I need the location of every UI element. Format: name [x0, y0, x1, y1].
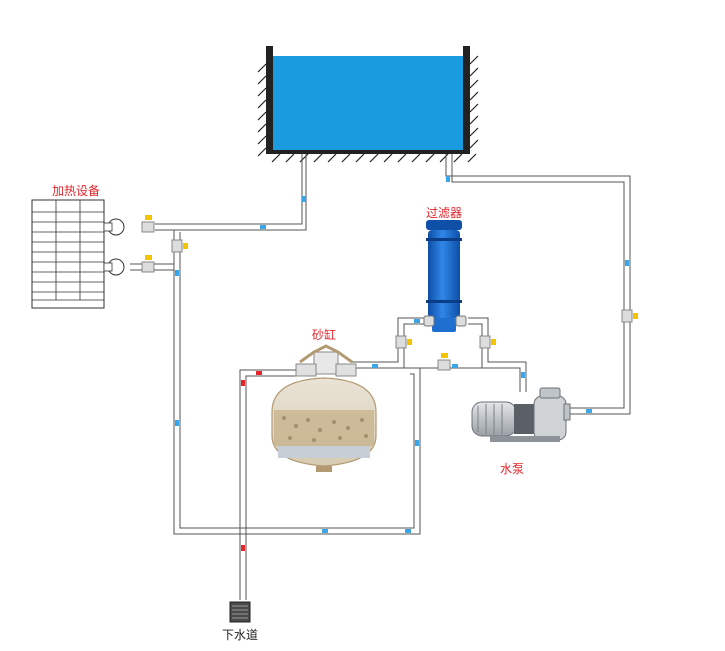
drain-grate [229, 601, 251, 623]
ball-valve[interactable] [141, 255, 155, 273]
pipe-pool-to-heater [155, 154, 303, 225]
flow-arrow [452, 364, 458, 368]
pool-wall-left [266, 46, 273, 154]
ball-valve[interactable] [437, 353, 451, 371]
pool-floor [266, 150, 470, 154]
water-pump [471, 387, 571, 442]
flow-arrow [175, 270, 179, 276]
flow-arrow [521, 372, 525, 378]
flow-arrow [586, 409, 592, 413]
flow-arrow [175, 420, 179, 426]
flow-arrow [372, 364, 378, 368]
drain-label: 下水道 [222, 628, 259, 642]
pool-water [273, 56, 463, 150]
pipe-pump-to-filter [468, 317, 527, 392]
ball-valve[interactable] [479, 335, 496, 349]
heater-label: 加热设备 [52, 184, 101, 198]
ball-valve[interactable] [395, 335, 412, 349]
flow-arrow [415, 440, 419, 446]
flow-arrow [256, 371, 262, 375]
pump-label: 水泵 [500, 462, 525, 476]
pool-wall-right [463, 46, 470, 154]
pool-hatching [257, 55, 479, 163]
flow-arrows-red [241, 371, 262, 551]
sand-filter-tank [271, 344, 377, 472]
pipe-pool-to-pump [445, 154, 631, 415]
pipe-network [130, 154, 631, 600]
valves [141, 215, 638, 371]
flow-arrow [625, 260, 629, 266]
ball-valve[interactable] [141, 215, 155, 233]
flow-arrow [446, 176, 450, 182]
ball-valve[interactable] [621, 309, 638, 323]
heater-unit [31, 199, 125, 309]
filter-label: 过滤器 [426, 206, 463, 220]
flow-arrow [241, 545, 245, 551]
pipe-sand-to-drain [239, 369, 296, 600]
ball-valve[interactable] [171, 239, 188, 253]
flow-arrow [405, 529, 411, 533]
flow-arrow [241, 380, 245, 386]
flow-arrow [260, 225, 266, 229]
pool-tank [257, 46, 479, 163]
filter-canister [423, 220, 467, 332]
pipe-filter-to-sand [350, 317, 432, 363]
flow-arrow [414, 319, 420, 323]
sand-tank-label: 砂缸 [312, 328, 337, 342]
flow-arrow [322, 529, 328, 533]
flow-arrow [302, 196, 306, 202]
